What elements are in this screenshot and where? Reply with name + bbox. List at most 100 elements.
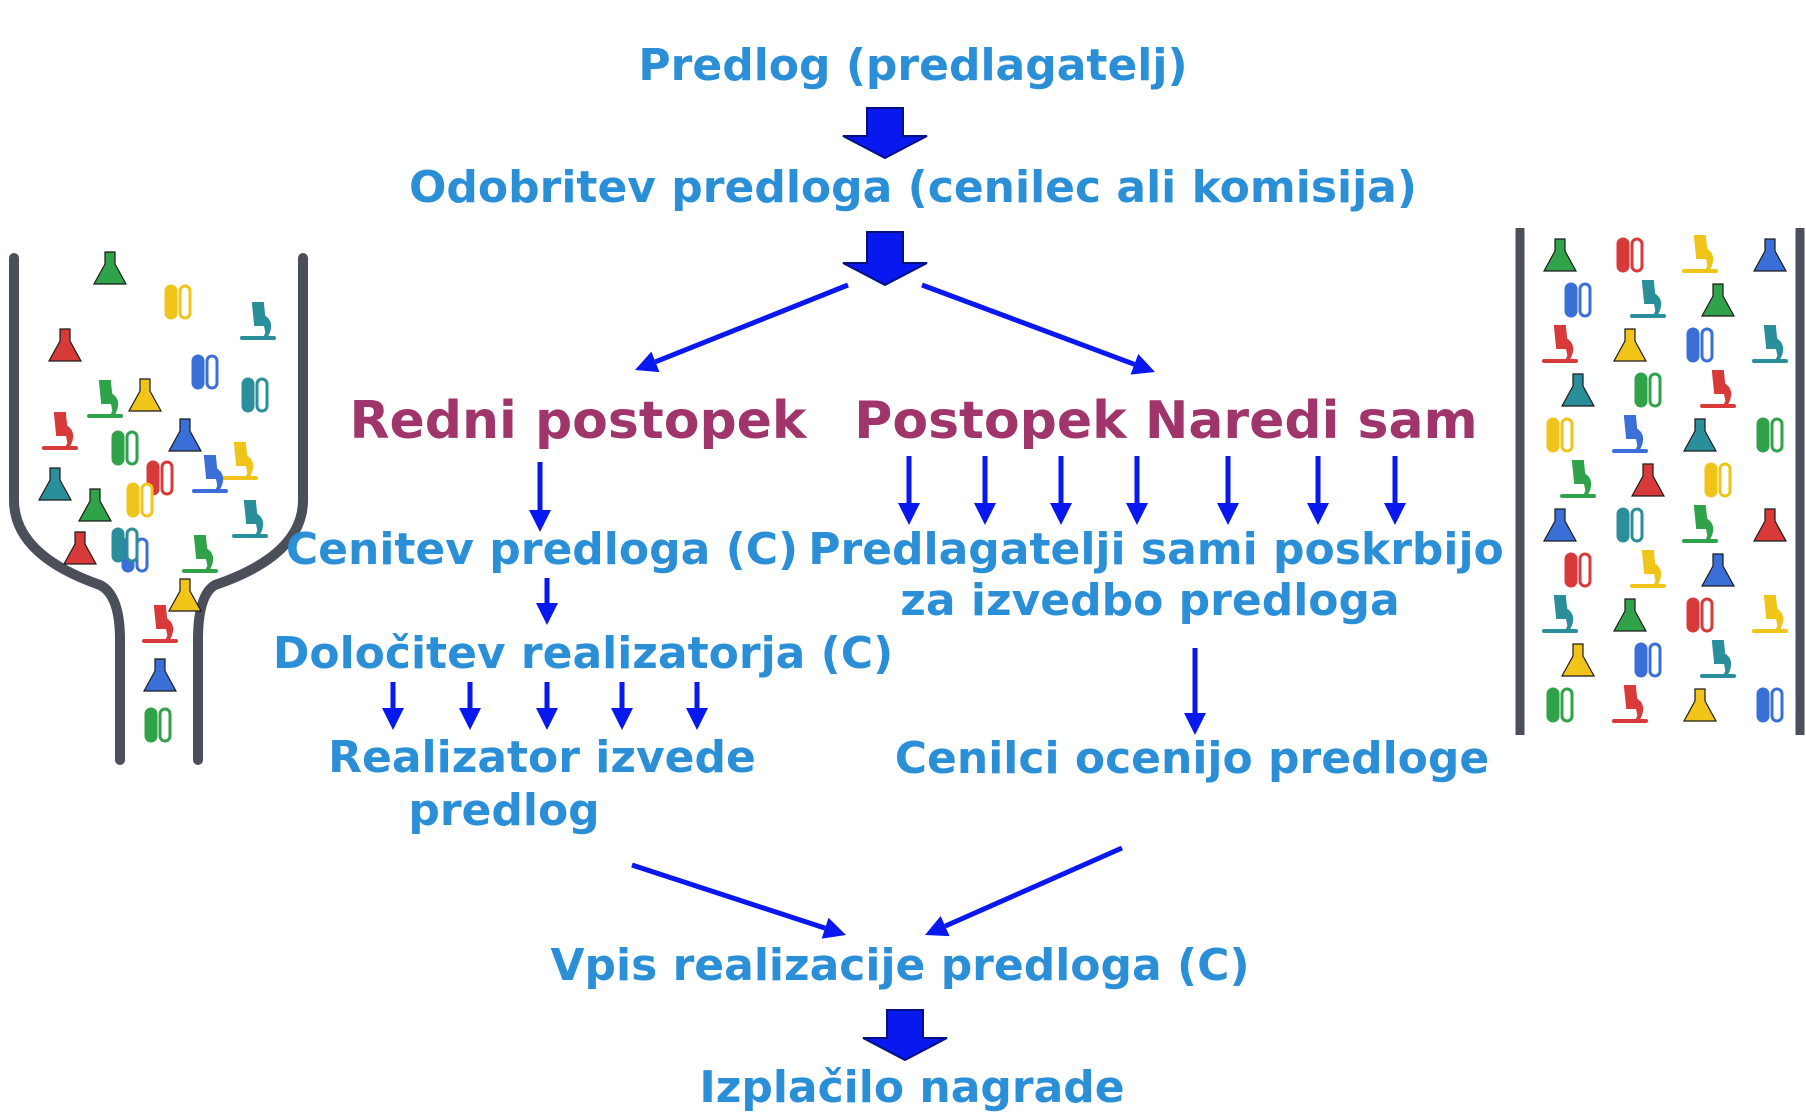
- flask-icon: [47, 328, 83, 362]
- heading-regular-procedure: Redni postopek: [349, 391, 807, 451]
- flask-icon: [1612, 328, 1648, 362]
- test-tubes-icon: [1686, 597, 1714, 633]
- arrow-assign-to-implementer-4: [611, 682, 633, 730]
- arrow-evaluation-to-assign: [536, 578, 558, 625]
- microscope-icon: [1700, 370, 1736, 408]
- arrow-implementer-to-record: [631, 862, 846, 939]
- step-proposers-line1: Predlagatelji sami poskrbijo: [808, 524, 1504, 575]
- step-implementer-line1: Realizator izvede: [328, 732, 756, 783]
- test-tubes-icon: [1686, 327, 1714, 363]
- microscope-icon: [1560, 460, 1596, 498]
- flask-icon: [37, 467, 73, 501]
- test-tubes-icon: [1546, 417, 1574, 453]
- flask-icon: [1560, 643, 1596, 677]
- microscope-icon: [1630, 550, 1666, 588]
- microscope-icon: [1542, 595, 1578, 633]
- microscope-icon: [192, 455, 228, 493]
- step-approval: Odobritev predloga (cenilec ali komisija…: [409, 162, 1417, 213]
- test-tubes-icon: [144, 707, 172, 743]
- flask-icon: [1752, 508, 1788, 542]
- flask-icon: [1682, 418, 1718, 452]
- arrow-evaluators-to-record: [925, 845, 1124, 937]
- test-tubes-icon: [241, 377, 269, 413]
- flask-icon: [1542, 508, 1578, 542]
- microscope-icon: [1612, 415, 1648, 453]
- microscope-icon: [1612, 685, 1648, 723]
- block-arrow-record-to-reward: [862, 1009, 948, 1062]
- flask-icon: [77, 488, 113, 522]
- step-evaluation: Cenitev predloga (C): [285, 524, 799, 575]
- funnel-left-wall: [9, 253, 125, 765]
- test-tubes-icon: [111, 527, 139, 563]
- test-tubes-icon: [1616, 507, 1644, 543]
- test-tubes-icon: [191, 354, 219, 390]
- test-tubes-icon: [1564, 552, 1592, 588]
- heading-do-it-yourself: Postopek Naredi sam: [854, 391, 1478, 451]
- arrow-diy-to-proposers-7: [1384, 456, 1406, 525]
- arrow-regular-to-evaluation: [529, 462, 551, 532]
- flask-icon: [1542, 238, 1578, 272]
- flask-icon: [127, 378, 163, 412]
- step-proposal: Predlog (predlagatelj): [638, 40, 1188, 91]
- step-evaluators-rate: Cenilci ocenijo predloge: [894, 733, 1490, 784]
- microscope-icon: [240, 302, 276, 340]
- flask-icon: [92, 251, 128, 285]
- test-tubes-icon: [1634, 372, 1662, 408]
- test-tubes-icon: [1756, 687, 1784, 723]
- arrow-diy-to-proposers-4: [1126, 456, 1148, 525]
- microscope-icon: [1542, 325, 1578, 363]
- block-arrow-approval-to-split: [842, 231, 928, 287]
- microscope-icon: [1682, 505, 1718, 543]
- flask-icon: [1560, 373, 1596, 407]
- flask-icon: [1682, 688, 1718, 722]
- arrow-assign-to-implementer-3: [536, 682, 558, 730]
- arrow-assign-to-implementer-2: [459, 682, 481, 730]
- flask-icon: [167, 418, 203, 452]
- microscope-icon: [182, 535, 218, 573]
- flask-icon: [142, 658, 178, 692]
- test-tubes-icon: [111, 430, 139, 466]
- microscope-icon: [222, 442, 258, 480]
- test-tubes-icon: [1704, 462, 1732, 498]
- test-tubes-icon: [1756, 417, 1784, 453]
- flask-icon: [167, 578, 203, 612]
- arrow-assign-to-implementer-1: [382, 682, 404, 730]
- microscope-icon: [42, 412, 78, 450]
- flask-icon: [1700, 553, 1736, 587]
- test-tubes-icon: [1616, 237, 1644, 273]
- microscope-icon: [232, 500, 268, 538]
- funnel-right-wall: [193, 253, 308, 765]
- microscope-icon: [1700, 640, 1736, 678]
- arrow-proposers-to-evaluators: [1184, 648, 1206, 735]
- arrow-diy-to-proposers-1: [898, 456, 920, 525]
- flask-icon: [62, 531, 98, 565]
- flask-icon: [1612, 598, 1648, 632]
- microscope-icon: [1682, 235, 1718, 273]
- arrow-diy-to-proposers-3: [1050, 456, 1072, 525]
- flask-icon: [1700, 283, 1736, 317]
- test-tubes-icon: [1634, 642, 1662, 678]
- microscope-icon: [1630, 280, 1666, 318]
- test-tubes-icon: [1564, 282, 1592, 318]
- arrow-diy-to-proposers-2: [974, 456, 996, 525]
- microscope-icon: [1752, 325, 1788, 363]
- step-reward-payment: Izplačilo nagrade: [699, 1062, 1125, 1113]
- microscope-icon: [142, 605, 178, 643]
- test-tubes-icon: [1546, 687, 1574, 723]
- step-proposers-line2: za izvedbo predloga: [900, 575, 1400, 626]
- test-tubes-icon: [126, 482, 154, 518]
- arrow-diy-to-proposers-5: [1217, 456, 1239, 525]
- flask-icon: [1752, 238, 1788, 272]
- step-assign-implementer: Določitev realizatorja (C): [272, 628, 894, 679]
- step-record-realization: Vpis realizacije predloga (C): [550, 940, 1250, 991]
- microscope-icon: [87, 380, 123, 418]
- block-arrow-proposal-to-approval: [842, 107, 928, 160]
- step-implementer-line2: predlog: [408, 785, 600, 836]
- arrow-split-left: [635, 282, 849, 373]
- arrow-assign-to-implementer-5: [686, 682, 708, 730]
- flask-icon: [1630, 463, 1666, 497]
- arrow-diy-to-proposers-6: [1307, 456, 1329, 525]
